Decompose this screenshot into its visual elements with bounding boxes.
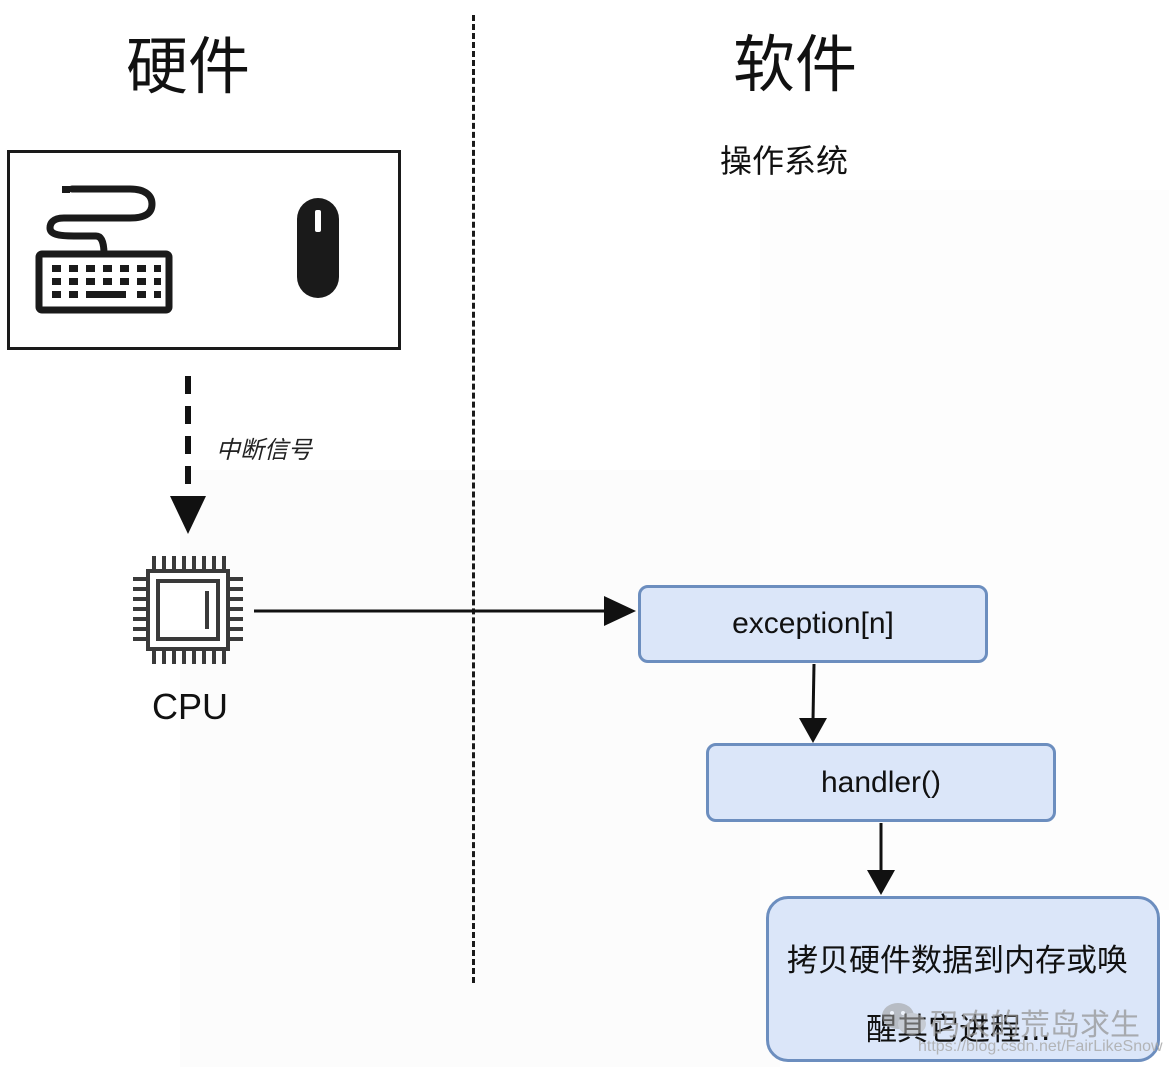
exception-box: exception[n] <box>638 585 988 663</box>
cpu-to-exception-arrowhead <box>604 596 636 626</box>
handler-box: handler() <box>706 743 1056 822</box>
handler-to-copy-arrowhead <box>867 870 895 895</box>
cpu-chip-icon <box>133 556 243 664</box>
keyboard-icon <box>35 185 173 314</box>
hardware-software-divider <box>472 15 475 983</box>
copy-data-box: 拷贝硬件数据到内存或唤 <box>766 896 1160 1062</box>
exception-to-handler-line <box>811 663 816 721</box>
exception-box-label: exception[n] <box>732 607 894 640</box>
hardware-heading: 硬件 <box>126 30 251 103</box>
watermark-name: 码农的荒岛求生 <box>930 1008 1140 1043</box>
exception-to-handler-arrowhead <box>799 718 827 743</box>
cpu-label: CPU <box>152 686 229 727</box>
mouse-icon <box>297 198 339 298</box>
watermark-url: https://blog.csdn.net/FairLikeSnow <box>918 1038 1163 1055</box>
copy-data-box-label: 拷贝硬件数据到内存或唤 <box>787 943 1128 979</box>
handler-box-label: handler() <box>820 765 942 799</box>
background-region <box>180 470 780 1067</box>
interrupt-arrowhead <box>170 496 206 534</box>
interrupt-signal-label: 中断信号 <box>216 436 312 464</box>
software-heading: 软件 <box>733 28 858 101</box>
wechat-icon <box>882 1003 926 1035</box>
operating-system-label: 操作系统 <box>720 142 849 180</box>
